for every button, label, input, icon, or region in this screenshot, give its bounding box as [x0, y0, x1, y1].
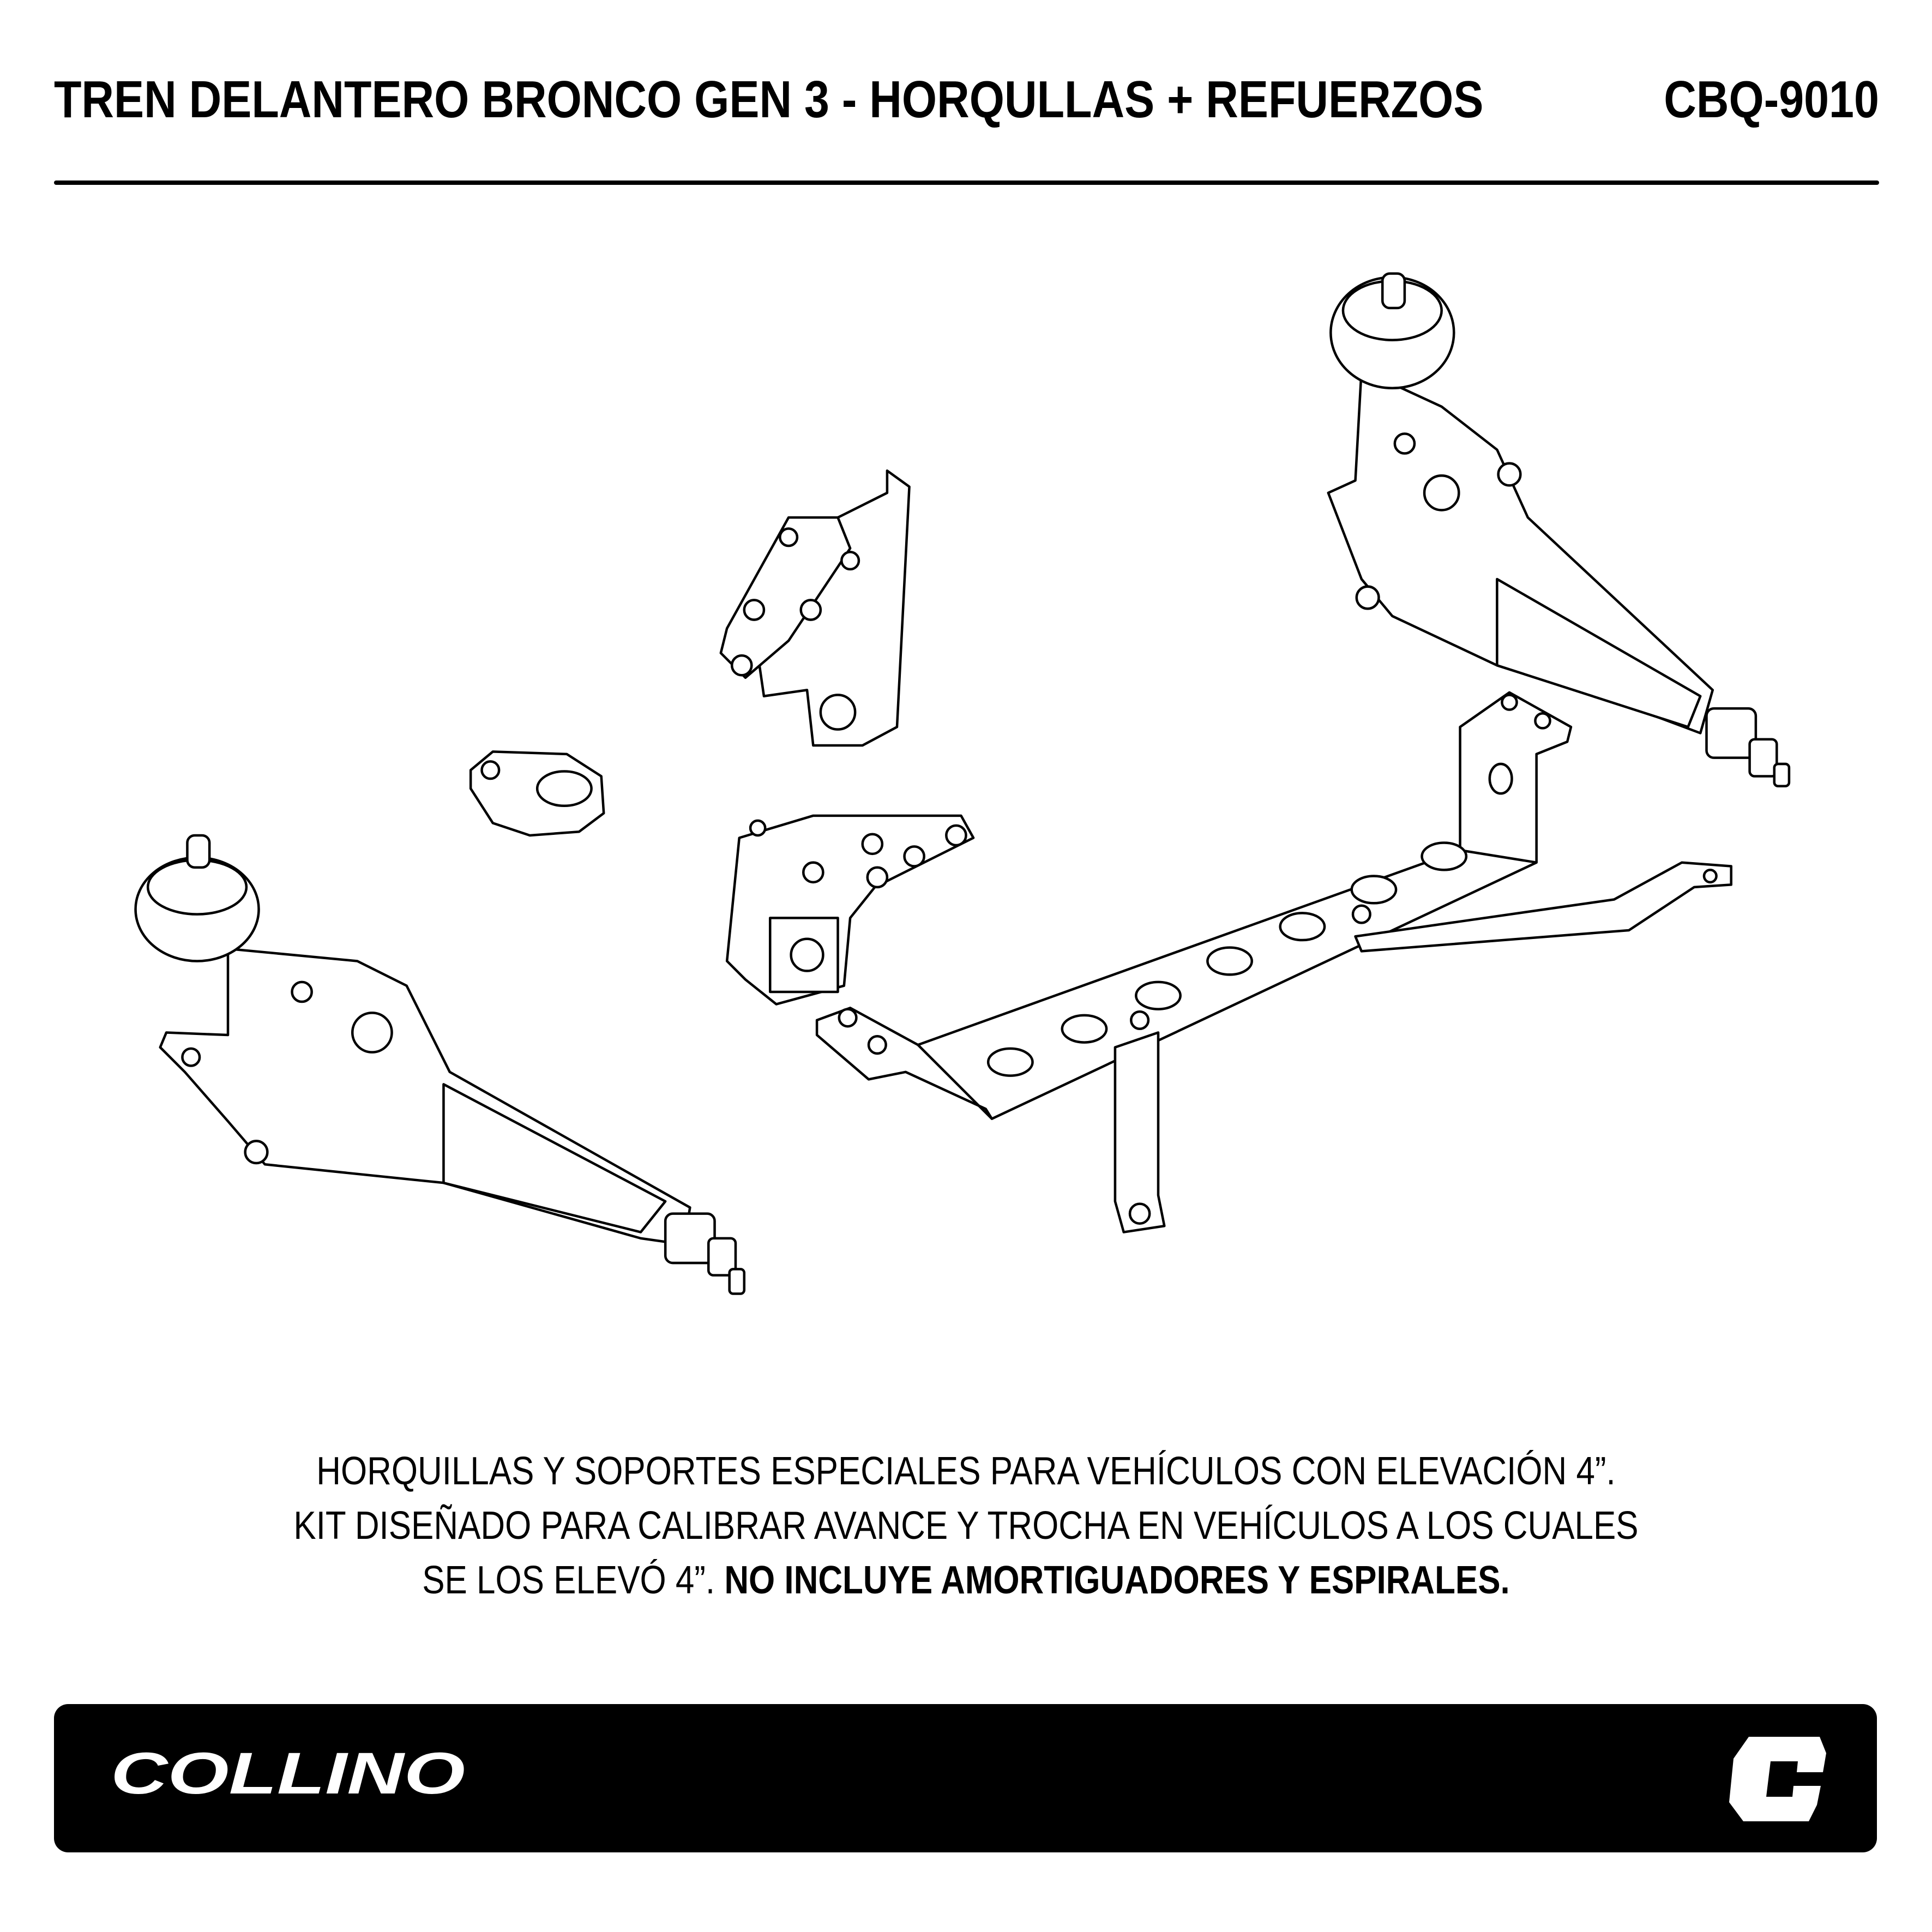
- description-line-2: KIT DISEÑADO PARA CALIBRAR AVANCE Y TROC…: [293, 1504, 1639, 1548]
- description-line-3: SE LOS ELEVÓ 4”. NO INCLUYE AMORTIGUADOR…: [135, 1553, 1797, 1608]
- page-title: TREN DELANTERO BRONCO GEN 3 - HORQULLAS …: [54, 70, 1484, 129]
- middle-bracket: [725, 814, 975, 1006]
- footer-bar: COLLINO: [54, 1704, 1877, 1852]
- collino-c-mark-icon: [1729, 1737, 1826, 1821]
- crossmember: [815, 691, 1732, 1233]
- description-warning: NO INCLUYE AMORTIGUADORES Y ESPIRALES.: [724, 1558, 1510, 1602]
- svg-text:COLLINO: COLLINO: [111, 1749, 465, 1798]
- left-control-arm: [134, 834, 746, 1295]
- small-bracket: [469, 750, 605, 837]
- right-control-arm: [1327, 272, 1791, 787]
- collino-logo: COLLINO: [111, 1749, 465, 1798]
- product-code: CBQ-9010: [1664, 70, 1879, 129]
- description-line-1: HORQUILLAS Y SOPORTES ESPECIALES PARA VE…: [316, 1449, 1616, 1493]
- product-description: HORQUILLAS Y SOPORTES ESPECIALES PARA VE…: [0, 1444, 1932, 1608]
- upper-bracket: [719, 469, 911, 747]
- header-divider: [54, 180, 1879, 185]
- description-line-3-normal: SE LOS ELEVÓ 4”.: [422, 1558, 725, 1602]
